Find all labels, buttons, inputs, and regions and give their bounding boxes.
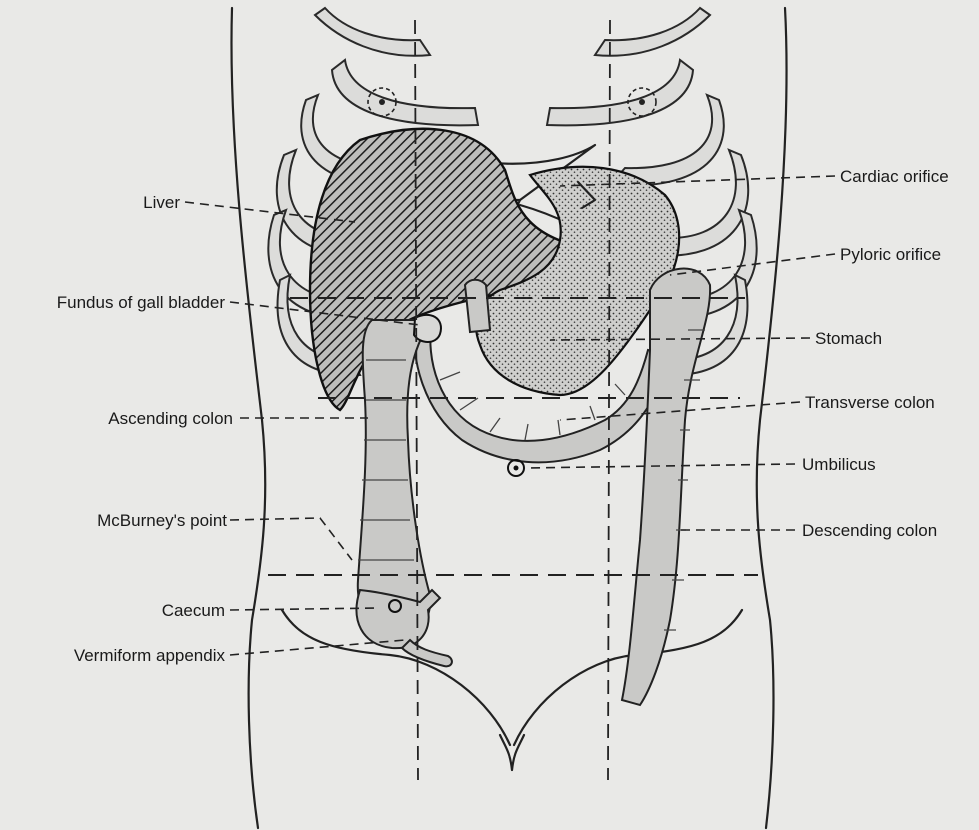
label-liver: Liver — [143, 193, 180, 212]
label-descending-colon: Descending colon — [802, 521, 937, 540]
label-ascending-colon: Ascending colon — [108, 409, 233, 428]
label-transverse-colon: Transverse colon — [805, 393, 935, 412]
label-stomach: Stomach — [815, 329, 882, 348]
label-vermiform-appendix: Vermiform appendix — [74, 646, 226, 665]
caecum-shape — [357, 590, 440, 648]
umbilicus-icon — [508, 460, 524, 476]
label-mcburneys-point: McBurney's point — [97, 511, 227, 530]
label-fundus-gall-bladder: Fundus of gall bladder — [57, 293, 226, 312]
label-umbilicus: Umbilicus — [802, 455, 876, 474]
vermiform-appendix-shape — [402, 640, 452, 666]
duodenum-shape — [465, 280, 490, 332]
label-cardiac-orifice: Cardiac orifice — [840, 167, 949, 186]
gall-bladder-fundus-shape — [414, 315, 441, 342]
descending-colon-shape — [622, 269, 710, 705]
label-pyloric-orifice: Pyloric orifice — [840, 245, 941, 264]
label-caecum: Caecum — [162, 601, 225, 620]
